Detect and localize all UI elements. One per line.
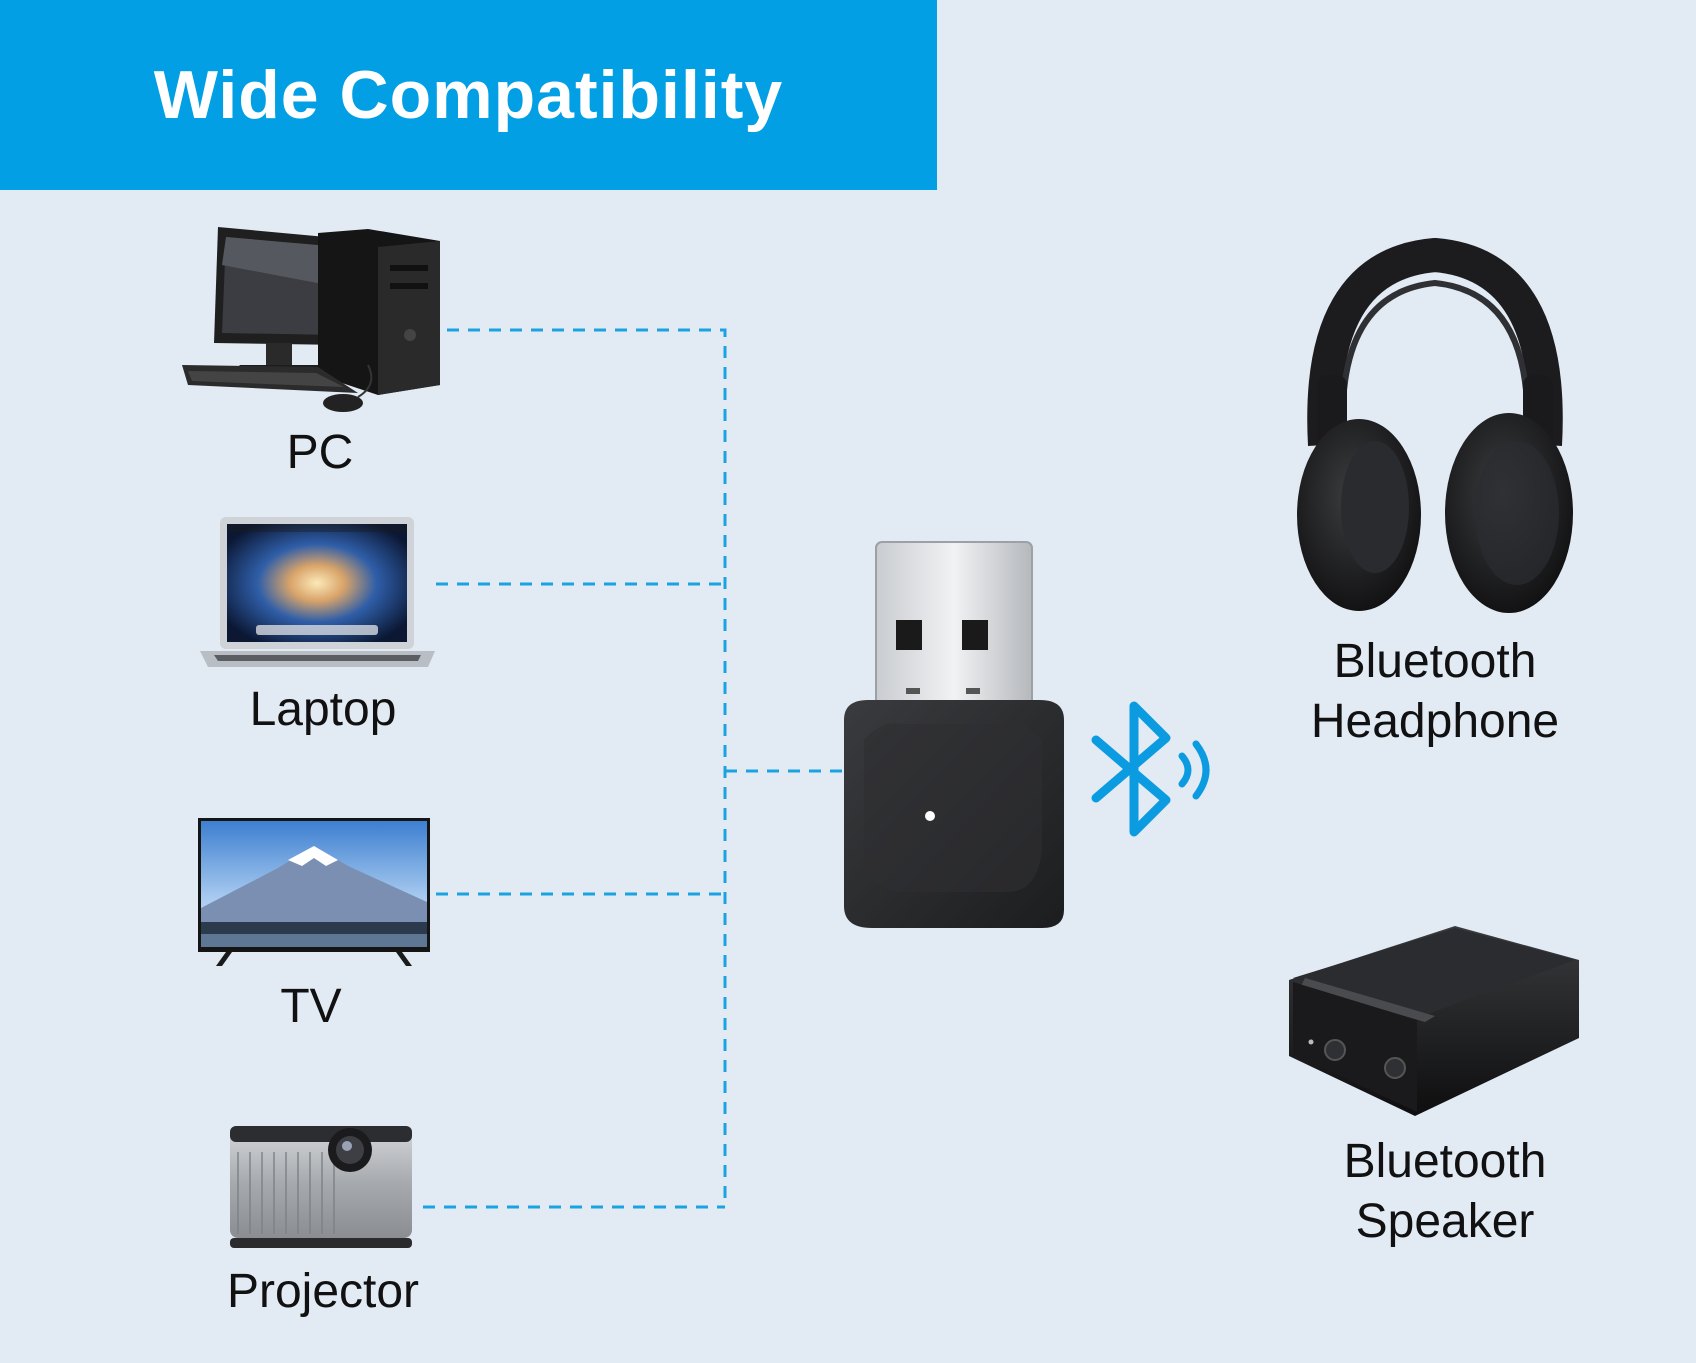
title-banner: Wide Compatibility xyxy=(0,0,937,190)
speaker-label: Bluetooth Speaker xyxy=(1280,1132,1610,1252)
pc-label: PC xyxy=(286,426,354,479)
headphones-icon xyxy=(1297,237,1573,613)
tv-label: TV xyxy=(280,980,342,1033)
headphone-label: Bluetooth Headphone xyxy=(1270,632,1600,752)
laptop-icon xyxy=(200,517,435,667)
speaker-label-line2: Speaker xyxy=(1355,1195,1535,1248)
banner-title: Wide Compatibility xyxy=(153,57,784,133)
headphone-label-line1: Bluetooth xyxy=(1333,635,1537,688)
television-icon xyxy=(198,818,430,966)
laptop-label: Laptop xyxy=(249,683,397,736)
headphone-label-line2: Headphone xyxy=(1310,695,1560,748)
speaker-label-line1: Bluetooth xyxy=(1343,1135,1547,1188)
pc-connection-line xyxy=(447,328,727,1207)
usb-bluetooth-adapter-icon xyxy=(844,541,1064,928)
speaker-icon xyxy=(1289,926,1579,1116)
desktop-computer-icon xyxy=(182,227,440,412)
bluetooth-signal-icon xyxy=(1091,701,1210,837)
projector-icon xyxy=(230,1126,412,1248)
projector-label: Projector xyxy=(226,1265,420,1318)
